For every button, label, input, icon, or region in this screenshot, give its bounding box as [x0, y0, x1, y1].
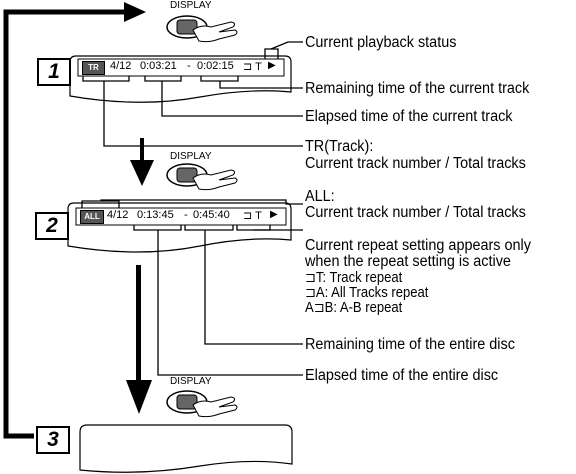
- callout-playback-status: Current playback status: [305, 34, 457, 51]
- screen-1-elapsed-time: 0:03:21: [140, 60, 177, 72]
- callout-remaining-disc: Remaining time of the entire disc: [305, 336, 515, 353]
- screen-2-play-icon: ▶: [270, 209, 278, 220]
- callout-tr-title: TR(Track):: [305, 138, 374, 155]
- step-1-marker: 1: [37, 58, 71, 86]
- step-3-marker: 3: [36, 426, 70, 454]
- callout-repeat-heading-1: Current repeat setting appears only: [305, 237, 531, 254]
- screen-3: [79, 424, 293, 473]
- callout-repeat-heading-2: when the repeat setting is active: [305, 253, 511, 270]
- display-label-1: DISPLAY: [170, 0, 212, 11]
- loop-arrowhead: [124, 2, 146, 22]
- screen-1-play-icon: ▶: [268, 60, 276, 71]
- callout-tr-description: Current track number / Total tracks: [305, 155, 526, 172]
- display-button-1: [166, 15, 238, 43]
- arrow-down-1-shaft: [140, 138, 144, 162]
- screen-2-elapsed-time: 0:13:45: [137, 209, 174, 221]
- screen-2-repeat-indicator: ⊐ T: [243, 210, 262, 222]
- screen-2-track-count: 4/12: [107, 209, 129, 221]
- screen-1-track-count: 4/12: [110, 60, 132, 72]
- callout-all-title: ALL:: [305, 188, 335, 205]
- step-2-marker: 2: [35, 212, 69, 240]
- display-button-2: [166, 163, 238, 191]
- arrow-down-2-shaft: [136, 265, 141, 383]
- screen-2-remaining-time: 0:45:40: [193, 209, 230, 221]
- screen-1-remaining-time: 0:02:15: [197, 60, 234, 72]
- callout-repeat-all: ⊐A: All Tracks repeat: [305, 285, 429, 301]
- screen-2-separator: -: [184, 209, 188, 221]
- screen-1-callouts: [82, 41, 303, 147]
- screen-1-repeat-indicator: ⊐ T: [243, 61, 262, 73]
- callout-elapsed-disc: Elapsed time of the entire disc: [305, 367, 499, 384]
- callout-remaining-track: Remaining time of the current track: [305, 80, 530, 97]
- arrow-down-2-head: [126, 380, 152, 414]
- loop-return-line: [3, 9, 126, 439]
- arrow-down-1-head: [130, 160, 154, 186]
- display-button-3: [166, 390, 238, 418]
- screen-1-separator: -: [187, 60, 191, 72]
- all-mode-badge: ALL: [80, 210, 104, 224]
- track-mode-badge: TR: [82, 61, 105, 75]
- display-label-3: DISPLAY: [170, 376, 212, 387]
- display-label-2: DISPLAY: [170, 151, 212, 162]
- callout-repeat-ab: A⊐B: A-B repeat: [305, 300, 403, 316]
- screen-2-callouts: [81, 199, 303, 376]
- callout-elapsed-track: Elapsed time of the current track: [305, 108, 513, 125]
- callout-repeat-track: ⊐T: Track repeat: [305, 270, 403, 286]
- callout-all-description: Current track number / Total tracks: [305, 204, 526, 221]
